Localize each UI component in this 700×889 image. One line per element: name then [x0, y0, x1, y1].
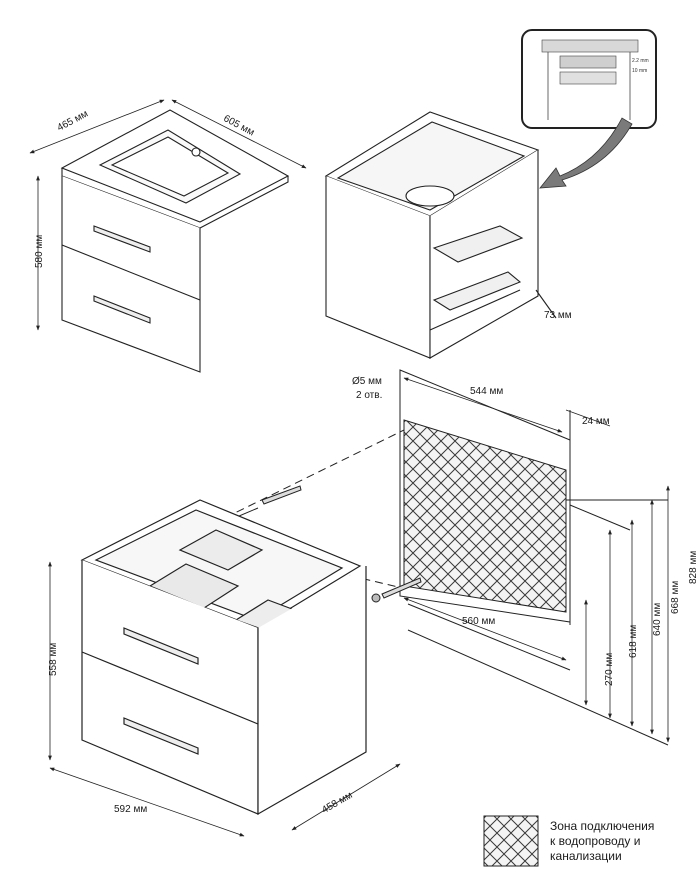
detail-pointer-arrow-icon	[539, 117, 633, 189]
detail-label-b: 10 mm	[632, 68, 647, 74]
closed-cabinet-view	[60, 109, 290, 373]
drawer-handle-icon	[93, 225, 151, 253]
bottom-cabinet-height-label: 558 мм	[48, 643, 59, 676]
legend-line-2: к водопроводу и	[550, 834, 640, 848]
bottom-cabinet-dimensions	[48, 561, 401, 837]
bottom-cabinet-depth-label: 458 мм	[320, 790, 354, 816]
height-label-270: 270 мм	[604, 653, 615, 686]
legend: Зона подключения к водопроводу и канализ…	[483, 815, 654, 867]
detail-label-a: 2.2 mm	[632, 58, 649, 64]
detail-inset: 2.2 mm 10 mm	[521, 29, 657, 129]
height-label-668: 668 мм	[670, 581, 681, 614]
hole-count-label: 2 отв.	[356, 390, 382, 401]
height-label-828: 828 мм	[688, 551, 699, 584]
height-label-640: 640 мм	[652, 603, 663, 636]
legend-line-1: Зона подключения	[550, 819, 654, 833]
bottom-cabinet-width-label: 592 мм	[114, 804, 147, 815]
top-cabinet-depth-label: 465 мм	[56, 108, 91, 133]
legend-line-3: канализации	[550, 849, 622, 863]
open-cabinet-view	[324, 111, 557, 359]
panel-bottom-width-label: 560 мм	[462, 616, 495, 627]
open-cabinet-offset-label: 73 мм	[544, 310, 572, 321]
faucet-hole-icon	[191, 147, 201, 157]
screw-icon	[381, 577, 422, 599]
closed-cabinet-dimensions	[29, 99, 307, 331]
bottom-cabinet-view	[80, 499, 367, 816]
screw-icon	[261, 485, 302, 505]
drawer-handle-icon	[93, 295, 151, 324]
height-label-618: 618 мм	[628, 625, 639, 658]
panel-edge-label: 24 мм	[582, 416, 610, 427]
drawer-handle-icon	[123, 717, 199, 755]
hole-diameter-label: Ø5 мм	[352, 376, 382, 387]
top-cabinet-height-label: 580 мм	[34, 235, 45, 268]
wall-panel	[399, 369, 669, 746]
mounting-screws	[189, 429, 422, 603]
top-cabinet-width-label: 605 мм	[222, 113, 257, 138]
drawer-handle-icon	[123, 627, 199, 665]
screw-head-icon	[371, 593, 381, 603]
panel-width-label: 544 мм	[470, 386, 503, 397]
wall-panel-dimensions	[403, 377, 670, 743]
hatch-swatch	[483, 815, 539, 867]
